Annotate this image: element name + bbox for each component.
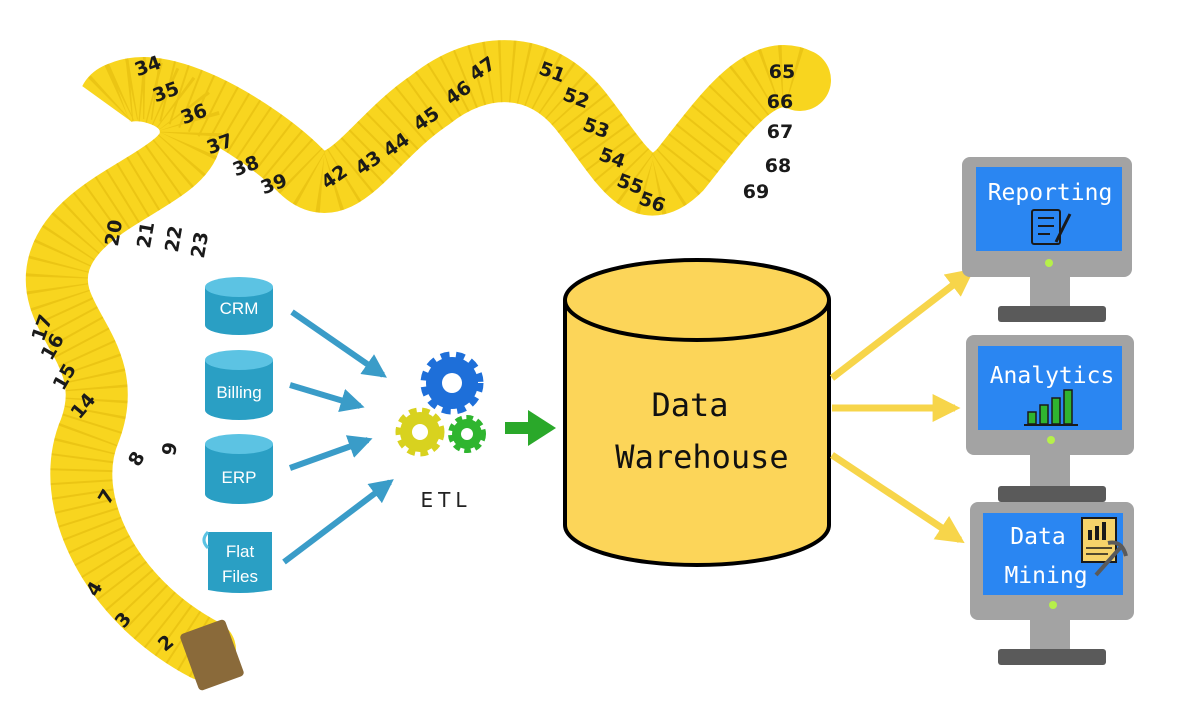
tape-end-clip [180,619,244,691]
tape-ribbon [25,40,831,681]
tape-number: 22 [161,224,187,254]
tape-number: 69 [743,181,769,203]
source-arrows [282,309,394,565]
arrow-warehouse-reporting [829,268,975,381]
monitor-label: Mining [1004,563,1087,589]
arrow-etl-warehouse [505,410,556,446]
source-label: CRM [220,299,259,318]
tape-number: 67 [767,121,793,143]
mining-pickaxe-icon [1081,517,1128,577]
etl-label: ETL [421,488,472,512]
bar-chart-icon [1024,389,1078,426]
tape-number: 66 [767,91,793,113]
arrow-flat-etl [282,479,394,565]
arrow-billing-etl [289,382,365,412]
tape-number: 9 [158,441,182,458]
monitor-data-mining: Data Mining [970,502,1134,665]
warehouse-label-line1: Data [651,386,728,424]
gear-blue-icon [420,351,484,415]
tape-number: 65 [769,61,795,83]
arrow-crm-etl [290,309,387,378]
data-warehouse-cylinder: Data Warehouse [563,258,831,567]
source-label: Files [222,567,258,586]
source-label: Flat [226,542,255,561]
tape-number: 23 [187,230,213,260]
source-billing: Billing [205,350,273,420]
monitor-reporting: Reporting [962,157,1132,322]
source-label: ERP [222,468,257,487]
arrow-erp-etl [288,435,373,471]
report-clipboard-icon [1031,209,1072,245]
source-crm: CRM [205,277,273,335]
tape-number: 68 [765,155,791,177]
output-arrows [829,268,975,544]
monitor-label: Analytics [990,363,1115,389]
monitor-label: Reporting [988,180,1113,206]
gear-yellow-icon [395,407,445,457]
source-flat-files: Flat Files [202,530,272,593]
monitor-label: Data [1010,524,1065,550]
gear-green-icon [448,415,486,453]
tape-number: 20 [101,218,127,248]
source-erp: ERP [205,434,273,504]
tape-number: 8 [124,448,150,470]
etl-gears-icon [395,351,486,457]
monitor-analytics: Analytics [966,335,1134,502]
source-label: Billing [216,383,261,402]
tape-number: 21 [133,220,159,250]
arrow-warehouse-mining [830,452,965,544]
warehouse-label-line2: Warehouse [615,438,788,476]
